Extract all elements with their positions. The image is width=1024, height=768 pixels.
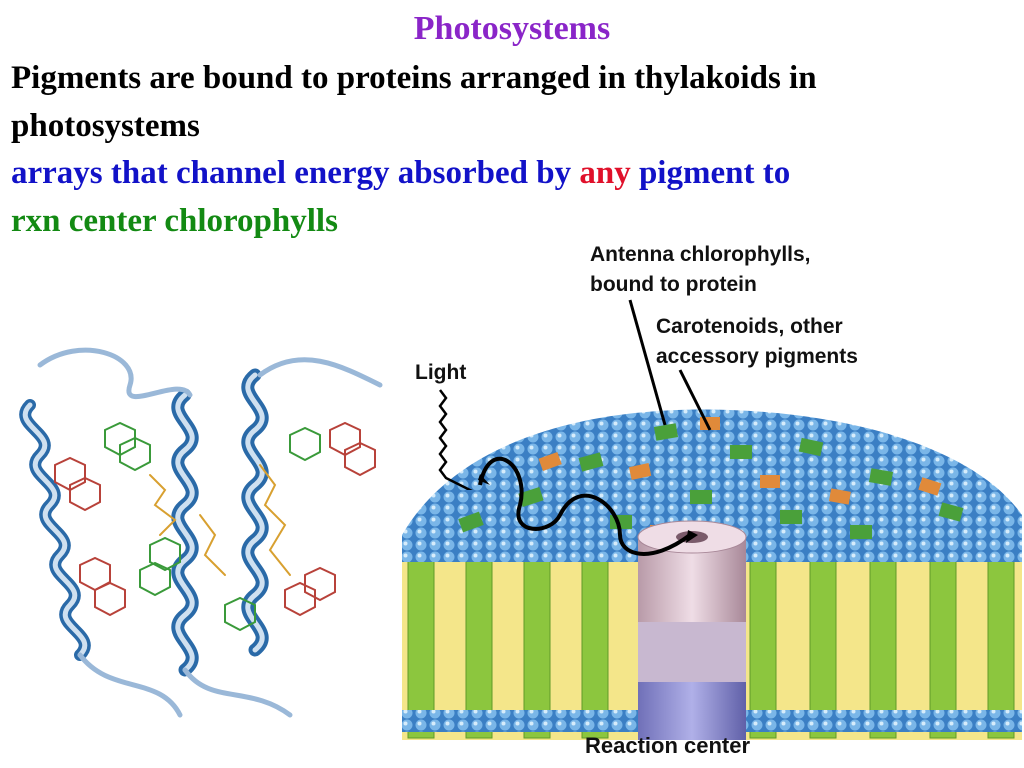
carotenoid-leader	[678, 369, 712, 431]
loop-top	[37, 347, 193, 399]
slide-title: Photosystems	[413, 10, 611, 47]
label-antenna-line-2: bound to protein	[590, 273, 757, 296]
energy-transfer-arrow	[478, 457, 692, 556]
photosystem-diagram	[402, 409, 1022, 740]
body-line-3: arrays that channel energy absorbed by a…	[11, 155, 790, 192]
highlight-any: any	[579, 155, 631, 191]
label-antenna: Antenna chlorophylls, bound to protein	[590, 240, 811, 300]
label-carotenoids-line-2: accessory pigments	[656, 345, 858, 368]
body-line-4: rxn center chlorophylls	[11, 203, 338, 239]
label-leaders	[438, 299, 712, 490]
label-light: Light	[415, 361, 467, 384]
body-line-1: Pigments are bound to proteins arranged …	[11, 60, 817, 96]
antenna-array-dome	[402, 409, 1022, 545]
body-line-3-end: pigment to	[630, 155, 791, 191]
label-carotenoids: Carotenoids, other accessory pigments	[656, 312, 858, 372]
label-carotenoids-line-1: Carotenoids, other	[656, 315, 843, 338]
antenna-leader	[628, 299, 667, 426]
label-reaction-center: Reaction center	[585, 733, 751, 758]
body-line-2: photosystems	[11, 108, 200, 144]
protein-structure-illustration	[19, 347, 383, 718]
body-line-3-start: arrays that channel energy absorbed by	[11, 155, 580, 191]
label-antenna-line-1: Antenna chlorophylls,	[590, 243, 811, 266]
light-wave-icon	[438, 389, 473, 490]
